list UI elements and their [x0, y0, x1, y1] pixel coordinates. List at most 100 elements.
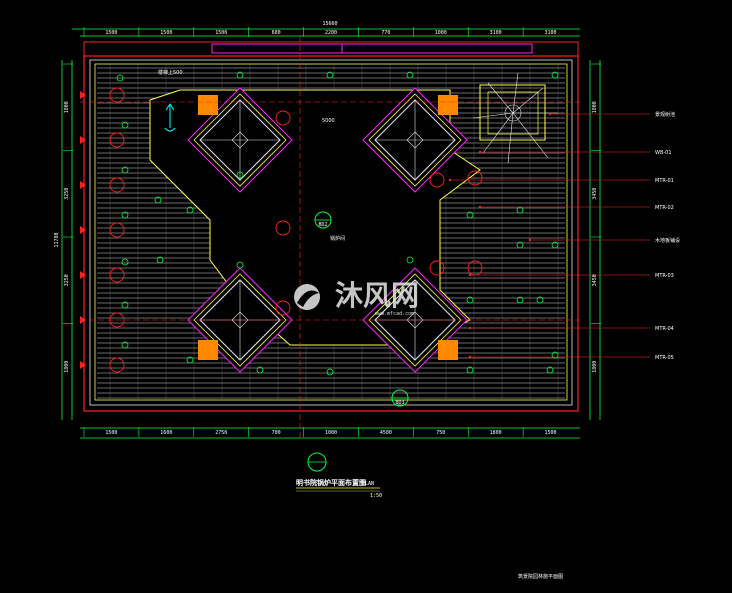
pillar-se	[438, 340, 458, 360]
pavilion-apex	[231, 311, 249, 329]
leader-dot	[478, 205, 482, 209]
dimension-value: 1600	[160, 430, 172, 436]
planter-circle	[275, 110, 291, 126]
dimension-value: 770	[381, 30, 390, 36]
pillars	[198, 95, 458, 360]
watermark-domain: www.mfcad.com	[375, 311, 414, 317]
material-tag	[551, 71, 559, 79]
material-tag	[236, 171, 244, 179]
material-tag	[326, 368, 334, 376]
pavilion-rim	[193, 93, 287, 187]
drawing-title: 明书院锅炉平面布置图	[296, 478, 366, 487]
pavilion-rim	[368, 93, 462, 187]
leader-lines: 景观树池WB-01MTR-01MTR-02木地板铺设MTR-03MTR-04MT…	[448, 111, 680, 361]
dimension-value: 1800	[64, 101, 70, 113]
left-dimensions: 1800 3250 3250 1800	[63, 63, 73, 373]
material-tag	[156, 256, 164, 264]
center-marker-label: BD2	[318, 222, 327, 228]
material-tag	[546, 366, 554, 374]
planter-circle	[109, 132, 125, 148]
material-tag	[516, 241, 524, 249]
dimension-value: 1500	[105, 30, 117, 36]
dimension-value: 3250	[64, 274, 70, 286]
dimension-value: 1000	[325, 430, 337, 436]
dimension-value: 3450	[592, 188, 598, 200]
dimension-frame	[61, 28, 601, 439]
planter-circle	[109, 357, 125, 373]
material-tag	[121, 258, 129, 266]
stair-label: 楼梯上500	[158, 69, 183, 76]
material-tag	[466, 366, 474, 374]
dimension-value: 600	[272, 30, 281, 36]
outer-boundary	[83, 55, 579, 412]
pavilion-apex	[231, 131, 249, 149]
planter-circle	[429, 172, 445, 188]
dimension-value: 4500	[380, 430, 392, 436]
dimension-value: 700	[272, 430, 281, 436]
watermark: 沐风网 www.mfcad.com	[294, 279, 419, 317]
material-tag	[516, 296, 524, 304]
title-block: 明书院锅炉平面布置图 PLAN 1:50	[296, 452, 382, 499]
dimension-value: 2750	[215, 430, 227, 436]
leader-label: MTR-03	[655, 273, 674, 279]
tree-pit	[472, 72, 558, 164]
leader-dot	[468, 355, 472, 359]
planter-circle	[275, 300, 291, 316]
leader-label: MTR-04	[655, 326, 674, 332]
dimension-value: 3450	[592, 274, 598, 286]
leader-dot	[448, 178, 452, 182]
material-tag	[121, 121, 129, 129]
leader-label: 景观树池	[655, 111, 675, 118]
section-marker	[80, 91, 86, 99]
top-wall	[83, 41, 579, 57]
planter-circle	[429, 260, 445, 276]
pavilion-apex	[406, 131, 424, 149]
leader-dot	[548, 112, 552, 116]
material-tags	[116, 71, 559, 376]
planter-circles	[109, 87, 483, 373]
overall-width: 15660	[322, 21, 337, 27]
dimension-value: 1500	[105, 430, 117, 436]
pavilion-rim	[193, 273, 287, 367]
overall-height: 11780	[54, 232, 60, 247]
dimension-value: 1500	[160, 30, 172, 36]
pillar-ne	[438, 95, 458, 115]
leader-label: MTR-01	[655, 178, 674, 184]
watermark-logo-icon	[294, 284, 320, 310]
material-tag	[406, 256, 414, 264]
section-marker	[80, 316, 86, 324]
watermark-brand: 沐风网	[335, 279, 419, 312]
material-tag	[406, 71, 414, 79]
dimension-value: 1800	[490, 430, 502, 436]
drawing-scale: 1:50	[370, 493, 382, 499]
section-marker	[80, 361, 86, 369]
dimension-value: 3100	[545, 30, 557, 36]
material-tag	[154, 196, 162, 204]
dimension-value: 1000	[435, 30, 447, 36]
marker-bottom: BD3	[391, 389, 409, 407]
material-tag	[466, 296, 474, 304]
material-tag	[466, 211, 474, 219]
leader-dot	[468, 326, 472, 330]
dimension-value: 1800	[64, 361, 70, 373]
dimension-value: 3250	[64, 188, 70, 200]
pavilion-apex	[406, 311, 424, 329]
material-tag	[551, 351, 559, 359]
drawing-title-suffix: PLAN	[362, 481, 374, 487]
pavilion-rim	[368, 273, 462, 367]
dimension-value: 750	[436, 430, 445, 436]
dimension-value: 1500	[215, 30, 227, 36]
material-tag	[121, 211, 129, 219]
material-tag	[236, 261, 244, 269]
top-text: 5000	[322, 118, 335, 124]
material-tag	[256, 366, 264, 374]
section-marker	[80, 136, 86, 144]
leader-label: WB-01	[655, 150, 672, 156]
planter-circle	[109, 267, 125, 283]
planter-circle	[109, 87, 125, 103]
section-marker	[80, 181, 86, 189]
pillar-sw	[198, 340, 218, 360]
